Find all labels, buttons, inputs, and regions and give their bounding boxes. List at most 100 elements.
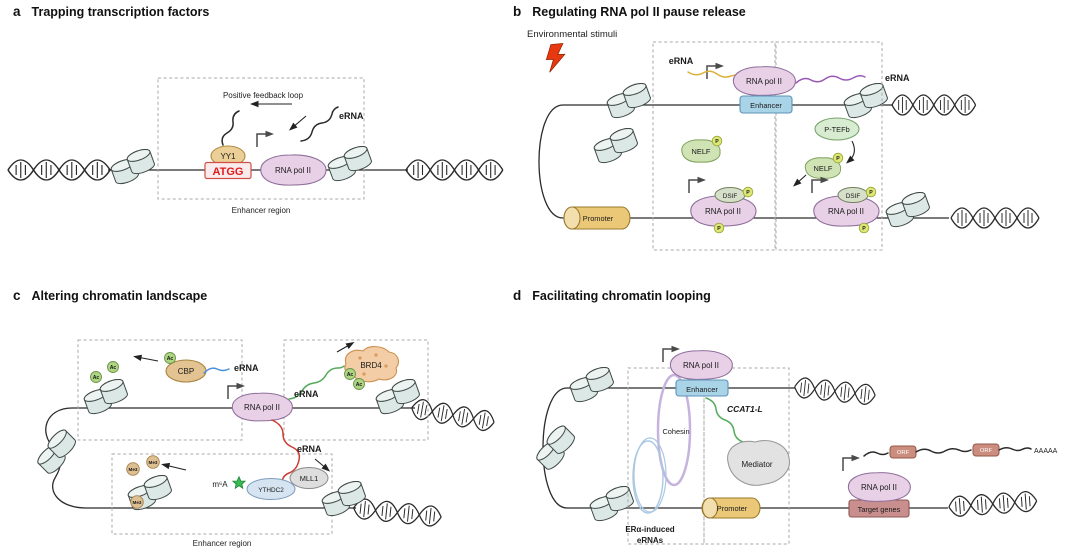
panel-a-letter: a xyxy=(13,4,21,19)
lightning-icon xyxy=(545,43,566,73)
erna-label-green: eRNA xyxy=(294,389,319,399)
m6a-label: m⁶A xyxy=(212,480,228,489)
phosphate-badge xyxy=(832,152,844,164)
tss-arrow-icon xyxy=(812,177,829,193)
era-ernas-label-line2: eRNAs xyxy=(637,536,664,545)
enhancer-box: RNA pol II Enhancer xyxy=(732,66,796,114)
mediator-label: Mediator xyxy=(741,460,772,469)
enhancer-region-label: Enhancer region xyxy=(232,206,291,215)
erna-squiggle-blue xyxy=(203,367,230,374)
phosphate-badge xyxy=(858,222,870,234)
erna-label: eRNA xyxy=(339,111,364,121)
acetyl-badge xyxy=(344,368,356,380)
ccat1l-label: CCAT1-L xyxy=(727,404,763,414)
phosphate-badge xyxy=(742,186,754,198)
dna-helix-icon xyxy=(7,159,111,181)
acetyl-badge xyxy=(353,378,365,390)
dna-helix-icon xyxy=(351,497,443,528)
nelf-protein: NELF xyxy=(681,135,723,163)
dna-helix-icon xyxy=(409,397,497,433)
arrowhead-icon xyxy=(132,353,143,361)
ptefb-label: P-TEFb xyxy=(824,125,849,134)
panel-c-diagram: Enhancer region CBP eRNA RNA pol II eRNA xyxy=(0,339,497,548)
promoter-cylinder: Promoter xyxy=(563,206,631,230)
orf-box: ORF xyxy=(889,445,917,459)
nucleosome-icon xyxy=(83,377,129,416)
acetyl-badge xyxy=(90,371,102,383)
m6a-star-icon xyxy=(231,475,247,490)
arrowhead-icon xyxy=(250,100,259,108)
enhancer-label: Enhancer xyxy=(686,385,718,394)
panel-d-diagram: Cohesin ERα-induced eRNAs RNA pol II Enh… xyxy=(505,277,1058,545)
promoter-label: Promoter xyxy=(717,504,748,513)
mrna-squiggle xyxy=(915,447,972,454)
era-erna-loop xyxy=(632,440,664,514)
enhancer-region-label: Enhancer region xyxy=(193,539,252,548)
rna-pol-ii-label: RNA pol II xyxy=(244,403,280,412)
cbp-protein: CBP xyxy=(164,352,207,383)
nelf-label: NELF xyxy=(692,147,711,156)
phosphate-badge xyxy=(713,222,725,234)
methyl-badge xyxy=(146,455,160,469)
dsif-label: DSIF xyxy=(846,193,861,200)
paused-state-box xyxy=(652,41,776,251)
nucleosome-icon xyxy=(885,190,931,229)
dna-loop-line xyxy=(538,104,949,219)
nucleosome-icon xyxy=(327,144,373,183)
target-genes-label: Target genes xyxy=(858,505,901,514)
erna-label-purple: eRNA xyxy=(885,73,910,83)
orf-label: ORF xyxy=(980,448,993,454)
panel-b-letter: b xyxy=(513,4,522,19)
panel-d-letter: d xyxy=(513,288,522,303)
panel-b-diagram: Environmental stimuli Promoter eRNA eRNA… xyxy=(527,29,1040,251)
rna-pol-ii-paused: RNA pol II DSIF xyxy=(690,186,757,234)
erna-squiggle-yellow xyxy=(687,70,740,78)
panel-d-title: Facilitating chromatin looping xyxy=(532,289,711,303)
yy1-protein: YY1 xyxy=(210,145,246,167)
enhancer-box: RNA pol II Enhancer xyxy=(669,350,733,397)
yy1-label: YY1 xyxy=(220,152,236,161)
environmental-stimuli-label: Environmental stimuli xyxy=(527,29,617,40)
nucleosome-icon xyxy=(593,126,639,165)
mediator-box xyxy=(703,367,790,545)
arrowhead-icon xyxy=(160,460,171,470)
atgg-motif: ATGG xyxy=(204,161,252,180)
brd4-box xyxy=(283,339,429,441)
enhancer-region-box xyxy=(157,77,365,200)
mediator-complex: Mediator xyxy=(727,440,791,486)
nucleosome-icon xyxy=(27,424,85,479)
dna-helix-icon xyxy=(792,376,877,406)
panel-a-header: a Trapping transcription factors xyxy=(13,4,209,19)
dsif-label: DSIF xyxy=(723,193,738,200)
cbp-box xyxy=(77,339,243,441)
arrowhead-icon xyxy=(345,339,357,350)
dna-helix-icon xyxy=(891,94,977,116)
cbp-label: CBP xyxy=(178,367,194,376)
ythdc2-protein: YTHDC2 xyxy=(246,478,296,500)
nucleosome-icon xyxy=(569,365,615,404)
nucleosome-icon xyxy=(606,81,652,120)
erna-squiggle-green xyxy=(288,365,345,400)
enhancer-label: Enhancer xyxy=(750,101,782,110)
rna-pol-ii-released: RNA pol II DSIF xyxy=(813,186,880,234)
methyl-badge xyxy=(130,495,144,509)
tss-arrow-icon xyxy=(689,177,706,193)
erna-label-red: eRNA xyxy=(297,444,322,454)
dna-helix-icon xyxy=(947,490,1039,518)
panel-a-diagram: Enhancer region Positive feedback loop e… xyxy=(7,77,504,215)
feedback-loop-label: Positive feedback loop xyxy=(223,91,304,100)
atgg-label: ATGG xyxy=(213,166,244,178)
nucleosome-icon xyxy=(526,420,584,475)
dna-helix-icon xyxy=(950,207,1040,229)
rna-pol-ii-label: RNA pol II xyxy=(705,207,741,216)
dna-helix-icon xyxy=(405,159,504,181)
brd4-label: BRD4 xyxy=(360,361,382,370)
panel-a-title: Trapping transcription factors xyxy=(31,5,210,19)
cohesin-ring xyxy=(656,373,692,487)
panel-b-title: Regulating RNA pol II pause release xyxy=(532,5,746,19)
tss-arrow-icon xyxy=(257,131,274,147)
ptefb-protein: P-TEFb xyxy=(814,117,860,141)
promoter-cylinder: Promoter xyxy=(701,497,761,519)
polya-tail-label: AAAAA xyxy=(1034,448,1058,455)
mrna-squiggle xyxy=(998,446,1032,452)
